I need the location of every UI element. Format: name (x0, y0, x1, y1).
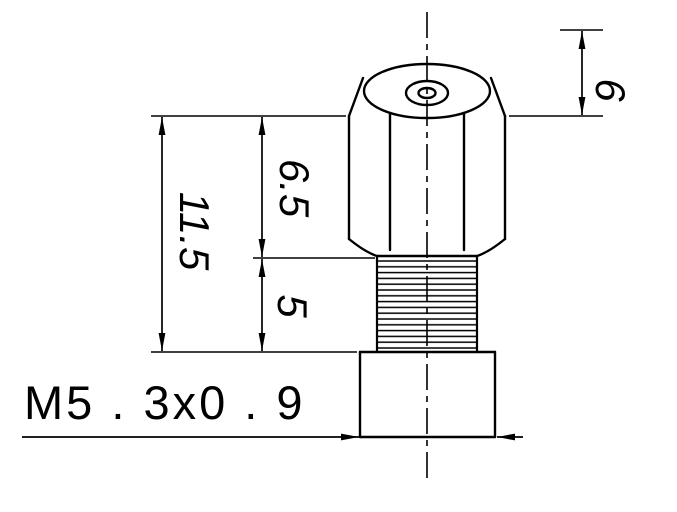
dimension-thread-designation: M5 . 3x0 . 9 (22, 376, 523, 441)
hex-top-face-ellipse (362, 62, 492, 120)
hex-top-chamfer-right (489, 76, 507, 118)
overall-height-label: 11.5 (171, 192, 218, 271)
head-height-label: 6 (587, 78, 634, 102)
hex-section-height-label: 6.5 (271, 159, 318, 218)
dimension-overall-height: 11.5 (151, 115, 357, 353)
thread-designation-label: M5 . 3x0 . 9 (24, 376, 306, 429)
dimension-hex-section-height: 6.5 (253, 117, 375, 259)
dimension-head-height: 6 (509, 29, 634, 117)
threaded-section (375, 257, 479, 352)
thread-crest-lines (377, 258, 477, 351)
hex-top-chamfer-left (347, 76, 365, 118)
jet-hole-inner (417, 86, 437, 100)
thread-length-label: 5 (269, 294, 316, 318)
shank-section (358, 350, 497, 439)
dimension-thread-length: 5 (258, 259, 316, 351)
hex-bottom-chamfer (347, 237, 507, 258)
hex-head (347, 62, 507, 258)
jet-hole-outer (404, 79, 450, 107)
